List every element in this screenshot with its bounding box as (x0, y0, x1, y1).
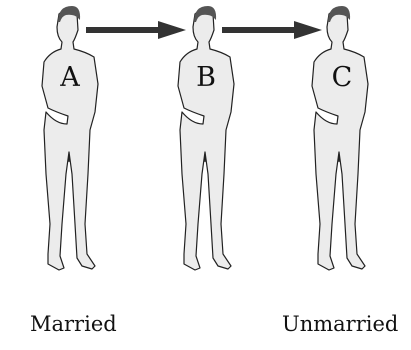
figure-label-a: A (59, 62, 80, 93)
person-figure-b (178, 6, 234, 270)
figure-label-b: B (196, 62, 216, 93)
arrow-a-to-b (86, 21, 186, 39)
caption-unmarried: Unmarried (282, 312, 398, 336)
caption-married: Married (30, 312, 117, 336)
arrow-b-to-c (222, 21, 322, 39)
person-figure-c (312, 6, 368, 270)
person-figure-a (42, 6, 98, 270)
figure-label-c: C (332, 62, 353, 93)
